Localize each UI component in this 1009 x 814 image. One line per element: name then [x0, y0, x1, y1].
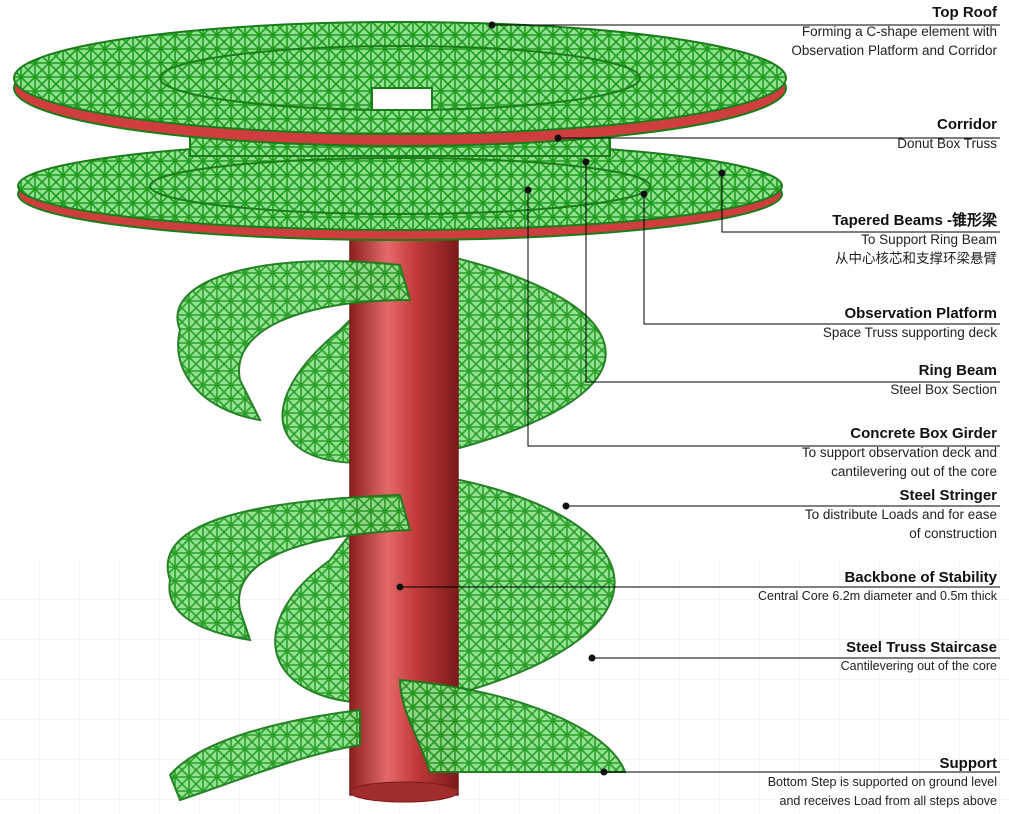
label-desc: To support observation deck and [801, 445, 997, 460]
label-desc: Forming a C-shape element with [801, 24, 997, 39]
label-steel-stringer: Steel Stringer To distribute Loads and f… [805, 487, 997, 543]
label-title: Top Roof [932, 4, 997, 21]
staircase-front [166, 260, 627, 802]
label-desc: Observation Platform and Corridor [791, 43, 997, 58]
label-desc: cantilevering out of the core [831, 464, 997, 479]
leader-dots [396, 21, 726, 776]
label-title: Ring Beam [918, 362, 997, 379]
label-corridor: Corridor Donut Box Truss [897, 116, 997, 153]
label-title: Support [939, 755, 998, 772]
label-title: Observation Platform [844, 305, 997, 322]
label-desc: and receives Load from all steps above [779, 794, 998, 808]
label-title: Steel Truss Staircase [846, 639, 997, 656]
label-desc: Bottom Step is supported on ground level [767, 775, 997, 789]
label-title: Corridor [937, 116, 997, 133]
label-desc: Donut Box Truss [897, 136, 997, 151]
label-ring-beam: Ring Beam Steel Box Section [890, 362, 997, 399]
label-desc: 从中心核芯和支撑环梁悬臂 [835, 251, 997, 266]
leader-lines [400, 24, 1000, 773]
label-backbone: Backbone of Stability Central Core 6.2m … [758, 569, 997, 606]
leader-ring-beam [585, 162, 1000, 383]
observation-platform-disc [17, 141, 783, 241]
label-desc: of construction [909, 526, 997, 541]
label-title: Tapered Beams -锥形梁 [832, 212, 997, 229]
label-desc: To distribute Loads and for ease [804, 507, 997, 522]
label-support: Support Bottom Step is supported on grou… [768, 755, 997, 811]
label-desc: To Support Ring Beam [861, 232, 997, 247]
label-staircase: Steel Truss Staircase Cantilevering out … [841, 639, 997, 676]
label-desc: Space Truss supporting deck [822, 325, 997, 340]
leader-tapered-beams [721, 173, 1000, 233]
label-top-roof: Top Roof Forming a C-shape element with … [791, 4, 997, 60]
leader-observation-platform [643, 194, 1000, 325]
label-desc: Cantilevering out of the core [840, 659, 997, 673]
label-desc: Central Core 6.2m diameter and 0.5m thic… [758, 589, 997, 603]
label-tapered-beams: Tapered Beams -锥形梁 To Support Ring Beam … [832, 212, 997, 268]
core-base [349, 781, 459, 803]
label-observation-platform: Observation Platform Space Truss support… [823, 305, 997, 342]
label-desc: Steel Box Section [890, 382, 997, 397]
label-title: Concrete Box Girder [850, 425, 997, 442]
label-title: Backbone of Stability [844, 569, 997, 586]
label-title: Steel Stringer [899, 487, 997, 504]
label-concrete-box-girder: Concrete Box Girder To support observati… [802, 425, 997, 481]
leader-concrete-box-girder [527, 190, 1000, 447]
top-roof-disc [13, 21, 787, 147]
